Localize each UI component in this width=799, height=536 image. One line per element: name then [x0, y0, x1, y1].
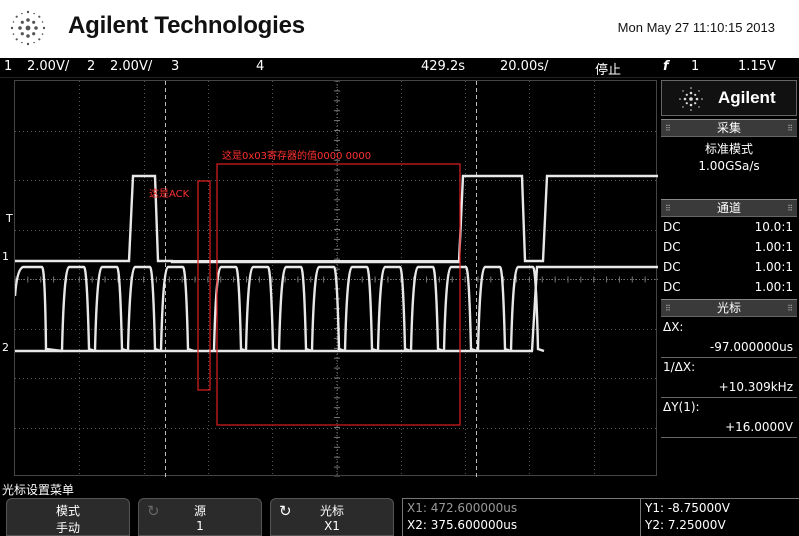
sample-rate: 1.00GSa/s	[698, 159, 760, 173]
rotate-knob-icon: ↻	[147, 502, 160, 520]
channel-2-trace	[93, 265, 129, 353]
channel-title: 通道	[716, 201, 741, 215]
channel-2-trace	[159, 265, 195, 353]
timebase-readout[interactable]: 20.00s/	[500, 59, 549, 74]
ch2-number[interactable]: 2	[87, 59, 96, 74]
readout-divider	[640, 498, 641, 536]
ch3-number[interactable]: 3	[171, 59, 180, 74]
acquire-header[interactable]: ⠿ 采集 ⠿	[661, 119, 797, 137]
cursor-x1-readout: X1: 472.600000us	[407, 501, 518, 515]
trigger-level[interactable]: 1.15V	[738, 59, 776, 74]
menu-title: 光标设置菜单	[2, 483, 75, 497]
cursor-title: 光标	[716, 301, 741, 315]
channel-2-trace	[126, 265, 162, 353]
acquire-title: 采集	[716, 121, 741, 135]
trigger-edge-icon: f	[663, 59, 669, 74]
ack-annotation: 这是ACK	[149, 189, 190, 200]
channel-2-trace	[277, 265, 313, 353]
channel-2-trace	[476, 265, 512, 353]
agilent-spark-icon	[679, 87, 703, 111]
cursor-x2-readout: X2: 375.600000us	[407, 518, 518, 532]
cursor-y2-readout: Y2: 7.25000V	[645, 518, 726, 532]
cursor-readout: X1: 472.600000us X2: 375.600000us Y1: -8…	[402, 498, 799, 536]
channel-2-trace	[212, 265, 248, 353]
softkey-cursor[interactable]: ↻ 光标 X1	[270, 498, 394, 536]
agilent-logo-icon	[10, 10, 46, 46]
divider	[661, 397, 797, 398]
datetime: Mon May 27 11:10:15 2013	[617, 20, 775, 35]
panel-brand-text: Agilent	[718, 88, 776, 107]
panel-brand: Agilent	[661, 80, 797, 116]
channel-2-trace	[343, 265, 379, 353]
brand-title: Agilent Technologies	[68, 12, 305, 39]
ch2-ground-marker[interactable]: 2	[2, 341, 9, 354]
softkey-source[interactable]: ↻ 源 1	[138, 498, 262, 536]
delay-readout[interactable]: 429.2s	[421, 59, 465, 74]
ch2-scale[interactable]: 2.00V/	[110, 59, 153, 74]
ack-rect	[197, 180, 211, 391]
channel-2-trace	[530, 265, 658, 352]
trigger-marker[interactable]: T	[6, 212, 13, 225]
waveform-display[interactable]: 这是0x03寄存器的值0000 0000 这是ACK	[14, 80, 658, 477]
channel-2-trace	[15, 265, 63, 353]
divider	[661, 357, 797, 358]
ch4-number[interactable]: 4	[256, 59, 265, 74]
trigger-source[interactable]: 1	[691, 59, 700, 74]
rotate-knob-icon: ↻	[279, 502, 292, 520]
status-bar: 1 2.00V/ 2 2.00V/ 3 4 429.2s 20.00s/ 停止 …	[0, 58, 799, 78]
info-panel: Agilent ⠿ 采集 ⠿ 标准模式 1.00GSa/s ⠿ 通道 ⠿ DC …	[659, 80, 799, 476]
data-box-rect	[216, 163, 461, 426]
channel-2-trace	[509, 265, 545, 353]
channel-2-trace	[442, 265, 478, 353]
cursor-header[interactable]: ⠿ 光标 ⠿	[661, 299, 797, 317]
channel-2-trace	[310, 265, 346, 353]
data-box-annotation: 这是0x03寄存器的值0000 0000	[222, 151, 372, 162]
channel-2-trace	[409, 265, 445, 353]
graticule	[15, 81, 658, 477]
divider	[661, 437, 797, 438]
channel-2-trace	[376, 265, 412, 353]
acquire-mode: 标准模式	[704, 142, 753, 156]
ch1-number[interactable]: 1	[4, 59, 13, 74]
channel-header[interactable]: ⠿ 通道 ⠿	[661, 199, 797, 217]
channel-2-trace	[244, 265, 280, 353]
softkey-mode[interactable]: 模式 手动	[6, 498, 130, 536]
ch1-scale[interactable]: 2.00V/	[27, 59, 70, 74]
ch1-ground-marker[interactable]: 1	[2, 250, 9, 263]
run-state[interactable]: 停止	[595, 63, 622, 78]
channel-2-trace	[60, 265, 96, 353]
cursor-y1-readout: Y1: -8.75000V	[645, 501, 730, 515]
header-bar: Agilent Technologies Mon May 27 11:10:15…	[0, 0, 799, 58]
